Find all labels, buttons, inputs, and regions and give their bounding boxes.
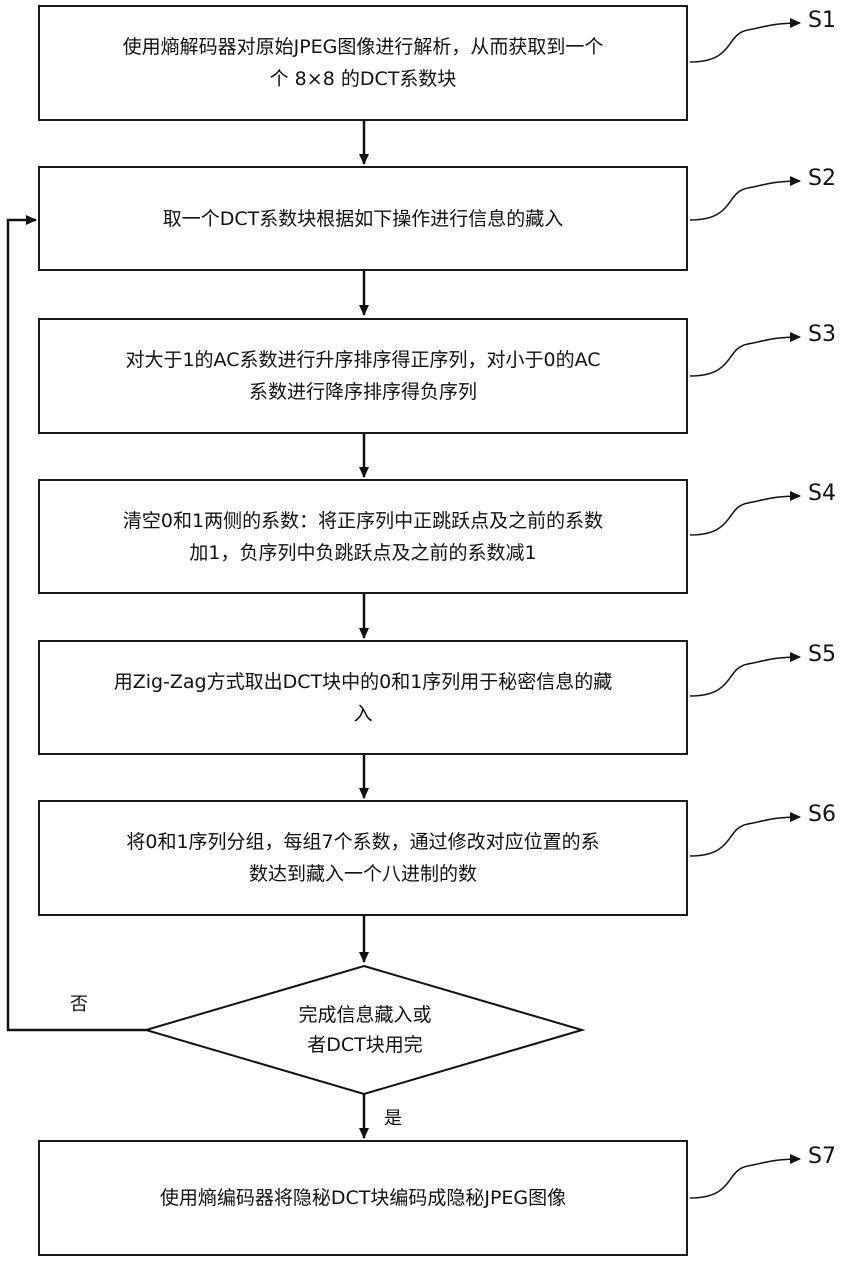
step-text-s5: 用Zig-Zag方式取出DCT块中的0和1序列用于秘密信息的藏 入 bbox=[114, 666, 613, 730]
step-text-line: 数达到藏入一个八进制的数 bbox=[126, 858, 599, 890]
label-connector-s7 bbox=[690, 1159, 800, 1198]
step-text-s2: 取一个DCT系数块根据如下操作进行信息的藏入 bbox=[163, 203, 564, 235]
step-text-line: 加1，负序列中负跳跃点及之前的系数减1 bbox=[123, 537, 603, 569]
step-text-line: 入 bbox=[114, 698, 613, 730]
step-label-s6: S6 bbox=[808, 802, 836, 827]
label-connector-s2 bbox=[690, 181, 800, 220]
step-box-s4: 清空0和1两侧的系数：将正序列中正跳跃点及之前的系数 加1，负序列中负跳跃点及之… bbox=[38, 479, 688, 594]
step-box-s7: 使用熵编码器将隐秘DCT块编码成隐秘JPEG图像 bbox=[38, 1140, 688, 1256]
step-label-s7: S7 bbox=[808, 1144, 836, 1169]
step-text-s4: 清空0和1两侧的系数：将正序列中正跳跃点及之前的系数 加1，负序列中负跳跃点及之… bbox=[123, 505, 603, 569]
branch-label-yes: 是 bbox=[384, 1104, 402, 1130]
step-label-s5: S5 bbox=[808, 642, 836, 667]
step-label-s4: S4 bbox=[808, 481, 836, 506]
step-text-line: 使用熵编码器将隐秘DCT块编码成隐秘JPEG图像 bbox=[160, 1182, 566, 1214]
step-text-s1: 使用熵解码器对原始JPEG图像进行解析，从而获取到一个 个 8×8 的DCT系数… bbox=[123, 31, 604, 95]
step-box-s1: 使用熵解码器对原始JPEG图像进行解析，从而获取到一个 个 8×8 的DCT系数… bbox=[38, 5, 688, 121]
label-connector-s5 bbox=[690, 657, 800, 696]
step-text-line: 对大于1的AC系数进行升序排序得正序列，对小于0的AC bbox=[125, 344, 600, 376]
decision-text-line: 完成信息藏入或 bbox=[250, 1000, 480, 1030]
step-text-line: 清空0和1两侧的系数：将正序列中正跳跃点及之前的系数 bbox=[123, 505, 603, 537]
label-connector-s3 bbox=[690, 337, 800, 376]
decision-text: 完成信息藏入或 者DCT块用完 bbox=[250, 1000, 480, 1060]
step-box-s3: 对大于1的AC系数进行升序排序得正序列，对小于0的AC 系数进行降序排序得负序列 bbox=[38, 318, 688, 434]
step-text-s6: 将0和1序列分组，每组7个系数，通过修改对应位置的系 数达到藏入一个八进制的数 bbox=[126, 826, 599, 890]
step-box-s5: 用Zig-Zag方式取出DCT块中的0和1序列用于秘密信息的藏 入 bbox=[38, 640, 688, 755]
step-box-s6: 将0和1序列分组，每组7个系数，通过修改对应位置的系 数达到藏入一个八进制的数 bbox=[38, 800, 688, 916]
label-connector-s6 bbox=[690, 817, 800, 856]
step-text-s7: 使用熵编码器将隐秘DCT块编码成隐秘JPEG图像 bbox=[160, 1182, 566, 1214]
step-label-s3: S3 bbox=[808, 322, 836, 347]
step-text-line: 用Zig-Zag方式取出DCT块中的0和1序列用于秘密信息的藏 bbox=[114, 666, 613, 698]
step-text-s3: 对大于1的AC系数进行升序排序得正序列，对小于0的AC 系数进行降序排序得负序列 bbox=[125, 344, 600, 408]
step-text-line: 个 8×8 的DCT系数块 bbox=[123, 63, 604, 95]
step-label-s2: S2 bbox=[808, 166, 836, 191]
step-text-line: 系数进行降序排序得负序列 bbox=[125, 376, 600, 408]
label-connector-s1 bbox=[690, 23, 800, 62]
step-label-s1: S1 bbox=[808, 8, 836, 33]
step-text-line: 使用熵解码器对原始JPEG图像进行解析，从而获取到一个 bbox=[123, 31, 604, 63]
step-text-line: 将0和1序列分组，每组7个系数，通过修改对应位置的系 bbox=[126, 826, 599, 858]
branch-label-no: 否 bbox=[70, 990, 88, 1016]
step-box-s2: 取一个DCT系数块根据如下操作进行信息的藏入 bbox=[38, 166, 688, 271]
step-text-line: 取一个DCT系数块根据如下操作进行信息的藏入 bbox=[163, 203, 564, 235]
label-connector-s4 bbox=[690, 496, 800, 535]
decision-text-line: 者DCT块用完 bbox=[250, 1030, 480, 1060]
